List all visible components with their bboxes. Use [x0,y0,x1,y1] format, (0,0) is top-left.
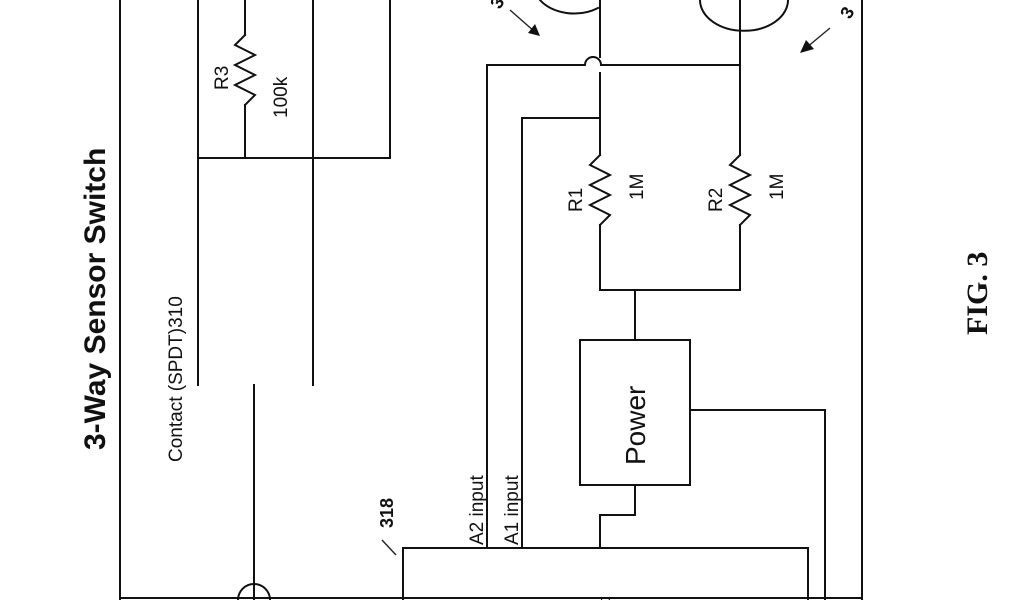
top-sensor-wires [538,0,790,156]
r2-name: R2 [706,188,727,212]
r1-value: 1M [627,174,648,200]
resistor-r3 [232,0,258,159]
ref-top-left: 3 [486,0,508,12]
contact-spdt [197,0,391,600]
ref-arrow-left [509,9,540,36]
r3-value: 100k [271,76,292,118]
resistor-junction [599,289,741,341]
contact-terminal-circle [236,583,272,600]
diagram-title: 3-Way Sensor Switch [79,148,112,450]
enclosure-frame [119,0,863,600]
r1-name: R1 [566,188,587,212]
power-output-wires [599,409,826,600]
ref-arrow-right [800,27,831,53]
power-label: Power [620,386,651,465]
controller-318: 318 t [377,498,809,600]
a1-input-label: A1 input [502,475,523,545]
r2-value: 1M [767,174,788,200]
contact-label: Contact (SPDT)310 [166,296,187,462]
ref-top-right: 3 [836,3,858,22]
ref-318: 318 [377,498,397,528]
resistor-r1 [587,153,613,291]
figure-label: FIG. 3 [961,252,994,335]
r3-name: R3 [212,66,233,90]
resistor-r2 [727,153,753,291]
a2-input-wire [486,56,741,549]
a1-input-wire [521,117,601,549]
controller-partial-glyph: t [595,598,614,600]
a2-input-label: A2 input [467,475,488,545]
